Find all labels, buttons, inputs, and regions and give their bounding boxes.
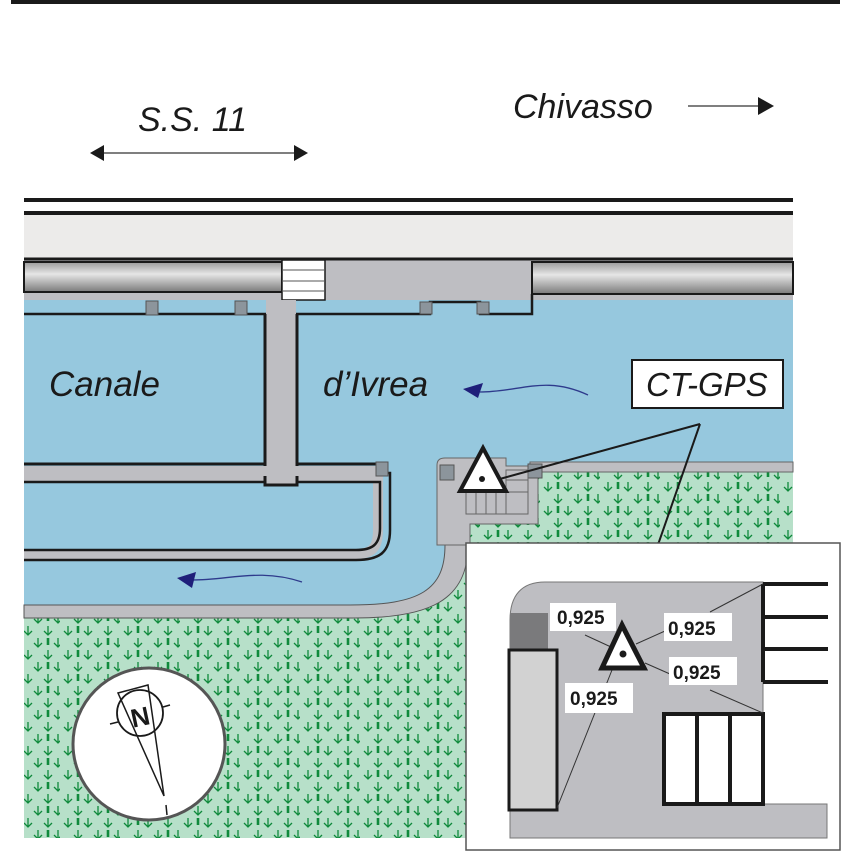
bank-right [529, 461, 794, 473]
inset-survey-triangle-icon [598, 619, 649, 671]
road-surface [24, 215, 793, 258]
flow-arrow-icon [463, 383, 589, 398]
pier [266, 300, 296, 485]
road-edge-top [24, 198, 793, 202]
station-label-box [631, 359, 784, 409]
island-wall-edge [24, 480, 382, 552]
station-label: CT-GPS [646, 366, 768, 403]
bollards [145, 300, 490, 477]
bank-under-basin [24, 466, 384, 476]
measurement-label: 0,925 [570, 689, 618, 710]
steps [281, 259, 326, 301]
platform [436, 457, 543, 546]
island-wall-edge-outer [24, 471, 392, 562]
road-edge-bottom [24, 211, 793, 215]
double-arrow-icon [90, 145, 308, 161]
leader-line [495, 423, 701, 481]
island-wall [24, 473, 383, 559]
road-label: S.S. 11 [138, 101, 247, 139]
compass-icon: N [71, 666, 227, 822]
canal-label-left: Canale [49, 365, 160, 404]
direction-label: Chivasso [513, 88, 653, 126]
measurement-label: 0,925 [673, 663, 721, 684]
measurement-label: 0,925 [668, 619, 716, 640]
parapet-left [23, 261, 283, 293]
flow-arrow-icon [177, 572, 303, 588]
top-border-line [11, 0, 840, 4]
parapet-right [531, 261, 794, 295]
right-arrow-icon [688, 97, 774, 115]
canal-water [24, 300, 793, 605]
measurement-label: 0,925 [557, 608, 605, 629]
inset-detail: 0,925 0,925 0,925 0,925 [465, 542, 841, 851]
survey-triangle-icon [456, 443, 510, 493]
pier-edge [263, 314, 299, 487]
canal-label-right: d’Ivrea [323, 365, 428, 404]
